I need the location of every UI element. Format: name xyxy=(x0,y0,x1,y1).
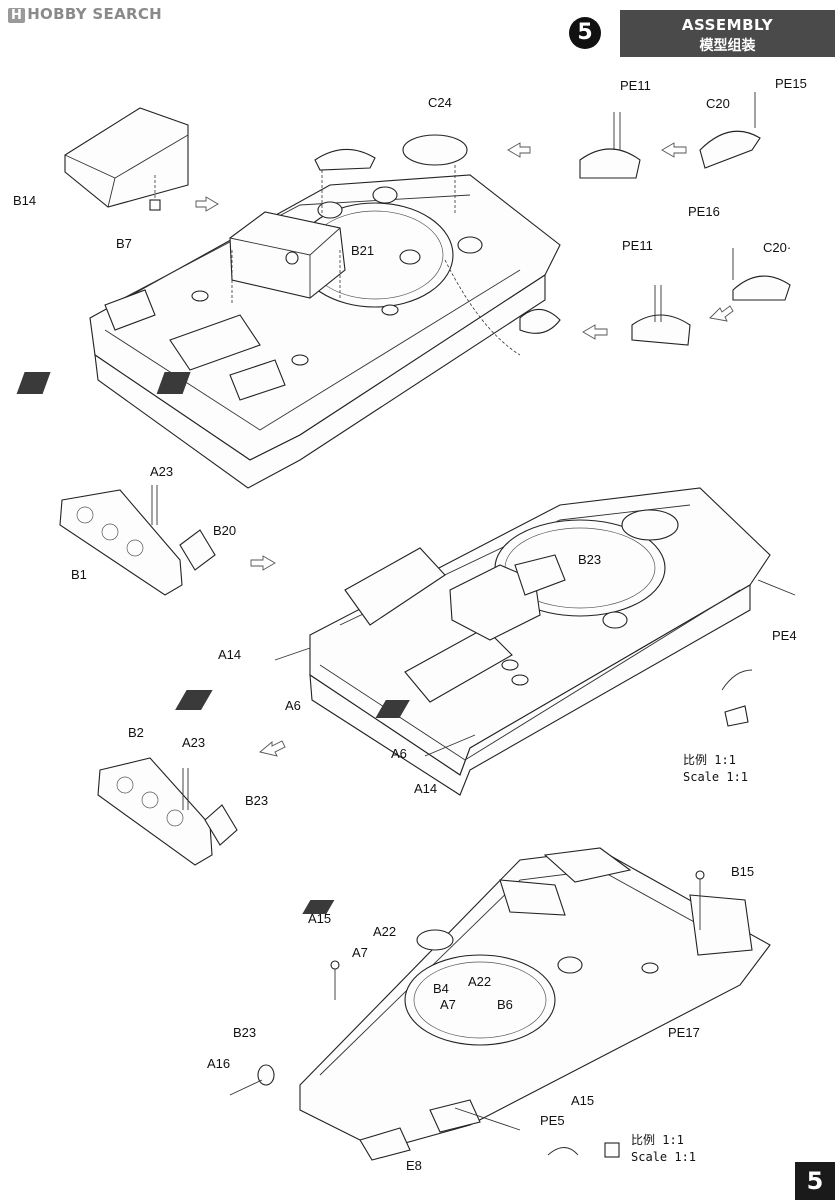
scale-note-2: 比例 1:1 Scale 1:1 xyxy=(631,1132,696,1166)
hatch-covers-top xyxy=(314,92,791,346)
label-c20-top: C20 xyxy=(706,96,730,111)
label-pe11-mid: PE11 xyxy=(622,238,653,253)
label-a6-left: A6 xyxy=(285,698,301,713)
label-c24: C24 xyxy=(428,95,452,110)
label-b14: B14 xyxy=(13,193,37,208)
parts-b1-b2 xyxy=(59,485,238,866)
label-b23-bot: B23 xyxy=(233,1025,257,1040)
label-b23-mid: B23 xyxy=(578,552,602,567)
label-pe16: PE16 xyxy=(688,204,720,219)
label-pe4: PE4 xyxy=(772,628,797,643)
label-b20: B20 xyxy=(213,523,237,538)
label-b23-left: B23 xyxy=(245,793,269,808)
hobby-search-logo-icon: H xyxy=(8,8,26,23)
assembly-header: ASSEMBLY 模型组装 xyxy=(620,10,835,57)
label-b7: B7 xyxy=(116,236,132,251)
label-pe17: PE17 xyxy=(668,1025,700,1040)
label-pe11-top: PE11 xyxy=(620,78,651,93)
assembly-arrows-top xyxy=(195,142,734,340)
label-b15: B15 xyxy=(731,864,755,879)
label-pe5: PE5 xyxy=(540,1113,565,1128)
label-a23-bot: A23 xyxy=(182,735,206,750)
label-a14-left: A14 xyxy=(218,647,242,662)
step-number-badge: 5 xyxy=(569,17,601,49)
label-a22-mid: A22 xyxy=(468,974,492,989)
label-a22-top: A22 xyxy=(373,924,397,939)
label-a14-bottom: A14 xyxy=(414,781,438,796)
dashed-guides-top xyxy=(154,165,521,356)
lower-hull xyxy=(229,847,771,1161)
header-title-cn: 模型组装 xyxy=(699,38,756,54)
label-b2: B2 xyxy=(128,725,144,740)
label-a15-top: A15 xyxy=(308,911,332,926)
middle-hull xyxy=(175,487,771,796)
label-a16: A16 xyxy=(207,1056,231,1071)
part-b14 xyxy=(64,107,189,211)
upper-hull-top xyxy=(16,174,561,489)
label-b6: B6 xyxy=(497,997,513,1012)
label-b1: B1 xyxy=(71,567,87,582)
header-title-en: ASSEMBLY xyxy=(681,16,774,34)
pe4-and-fasteners xyxy=(274,579,796,757)
page-number: 5 xyxy=(795,1162,835,1200)
scale-note-1-en: Scale 1:1 xyxy=(683,770,749,784)
label-a7-mid: A7 xyxy=(440,997,456,1012)
scale-note-1: 比例 1:1 Scale 1:1 xyxy=(683,752,748,786)
label-b4: B4 xyxy=(433,981,449,996)
scale-note-1-cn: 比例 1:1 xyxy=(683,753,736,767)
scale-note-2-en: Scale 1:1 xyxy=(631,1150,697,1164)
label-a15-bot: A15 xyxy=(571,1093,595,1108)
watermark-text: HOBBY SEARCH xyxy=(27,5,162,23)
label-pe15: PE15 xyxy=(775,76,807,91)
label-c20-mid: C20· xyxy=(763,240,792,255)
label-e8: E8 xyxy=(406,1158,422,1173)
label-a23-top: A23 xyxy=(150,464,174,479)
label-a6-right: A6 xyxy=(391,746,407,761)
scale-note-2-cn: 比例 1:1 xyxy=(631,1133,684,1147)
assembly-arrows-mid xyxy=(250,555,286,757)
label-b21: B21 xyxy=(351,243,375,258)
label-a7-left: A7 xyxy=(352,945,368,960)
